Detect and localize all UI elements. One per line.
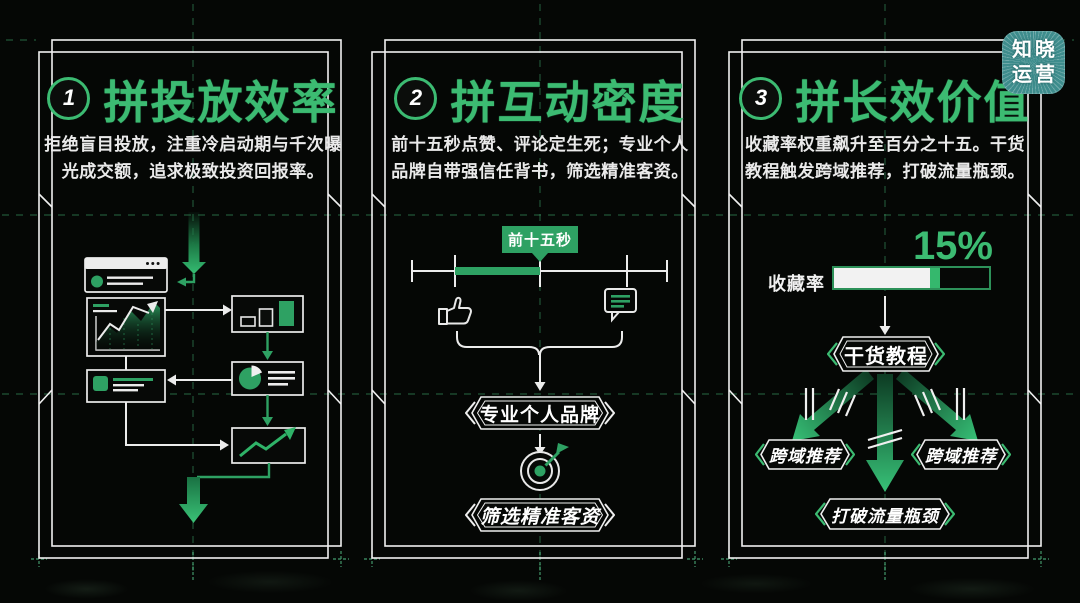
- timeline-label: 前十五秒: [502, 226, 578, 253]
- thumbs-up-icon: [438, 296, 472, 325]
- badge-label: 专业个人品牌: [479, 404, 600, 426]
- brace-connector: [456, 331, 623, 391]
- spread-arrows: [792, 369, 978, 492]
- badge-label: 干货教程: [844, 345, 928, 368]
- badge-precise-leads: 筛选精准客资: [465, 498, 615, 532]
- panel2-frame: [371, 39, 696, 559]
- flow-entry-arrow: [182, 212, 206, 274]
- flowchart: [84, 212, 306, 523]
- area-chart-icon: [86, 297, 166, 357]
- panel3-header: 3 拼长效价值: [729, 74, 1041, 128]
- hexagon-frame: [465, 498, 615, 532]
- badge-label: 跨域推荐: [925, 447, 997, 466]
- hexagon-frame: [815, 498, 955, 530]
- comment-icon: [604, 288, 637, 323]
- progress-cap: [930, 268, 941, 288]
- pie-chart-icon: [231, 361, 304, 396]
- trend-arrow-icon: [231, 427, 306, 464]
- panel1-body: 拒绝盲目投放，注重冷启动期与千次曝 光成交额，追求极致投资回报率。: [42, 131, 344, 185]
- hexagon-frame: [827, 336, 945, 372]
- badge-label: 筛选精准客资: [479, 506, 600, 528]
- bar-chart-icon: [231, 295, 304, 333]
- panel2-body-line1: 前十五秒点赞、评论定生死；专业个人: [391, 135, 689, 154]
- collection-rate-progress-bar: [832, 266, 991, 290]
- panel3-body: 收藏率权重飙升至百分之十五。干货 教程触发跨域推荐，打破流量瓶颈。: [729, 131, 1041, 185]
- badge-cross-domain-right: 跨域推荐: [911, 439, 1011, 470]
- panel3-body-line2: 教程触发跨域推荐，打破流量瓶颈。: [745, 162, 1025, 181]
- hexagon-frame: [755, 439, 855, 470]
- timeline: [411, 250, 668, 287]
- panel1-title: 拼投放效率: [103, 76, 339, 128]
- panel1-body-line1: 拒绝盲目投放，注重冷启动期与千次曝: [44, 135, 342, 154]
- panel3-title: 拼长效价值: [795, 76, 1031, 128]
- brand-logo-line1: 知晓: [1012, 38, 1058, 61]
- panel2-title: 拼互动密度: [450, 76, 686, 128]
- panel2-body-line2: 品牌自带强信任背书，筛选精准客资。: [391, 162, 689, 181]
- badge-label: 跨域推荐: [769, 447, 841, 466]
- center-spread-arrow: [866, 374, 904, 492]
- badge-label: 打破流量瓶颈: [831, 506, 939, 526]
- collection-rate-value: 15%: [912, 224, 993, 268]
- flow-connectors: [125, 304, 273, 523]
- panel2-body: 前十五秒点赞、评论定生死；专业个人 品牌自带强信任背书，筛选精准客资。: [385, 131, 695, 185]
- list-card-icon: [86, 369, 166, 403]
- collection-rate-label: 收藏率: [768, 274, 825, 294]
- hexagon-frame: [465, 396, 615, 430]
- badge-tutorial-content: 干货教程: [827, 336, 945, 372]
- badge-cross-domain-left: 跨域推荐: [755, 439, 855, 470]
- break-hatches: [804, 388, 966, 450]
- panel2-header: 2 拼互动密度: [385, 74, 695, 128]
- target-icon: [520, 443, 569, 491]
- badge-professional-brand: 专业个人品牌: [465, 396, 615, 430]
- panel1-frame: [38, 39, 342, 559]
- brand-logo: 知晓 运营: [1002, 31, 1065, 94]
- progress-fill: [834, 268, 931, 288]
- collection-bar-arrow: [879, 296, 891, 335]
- panel3-number-badge: 3: [739, 76, 783, 120]
- panel1-header: 1 拼投放效率: [42, 74, 344, 128]
- browser-window-icon: [84, 257, 168, 293]
- panel3-body-line1: 收藏率权重飙升至百分之十五。干货: [745, 135, 1025, 154]
- panel1-number-badge: 1: [47, 76, 91, 120]
- brand-logo-line2: 运营: [1012, 63, 1058, 86]
- hexagon-frame: [911, 439, 1011, 470]
- panel3-frame: [728, 39, 1042, 559]
- panel2-number-badge: 2: [394, 76, 438, 120]
- flow-exit-arrow: [179, 477, 208, 523]
- panel1-body-line2: 光成交额，追求极致投资回报率。: [61, 162, 325, 181]
- badge-break-bottleneck: 打破流量瓶颈: [815, 498, 955, 530]
